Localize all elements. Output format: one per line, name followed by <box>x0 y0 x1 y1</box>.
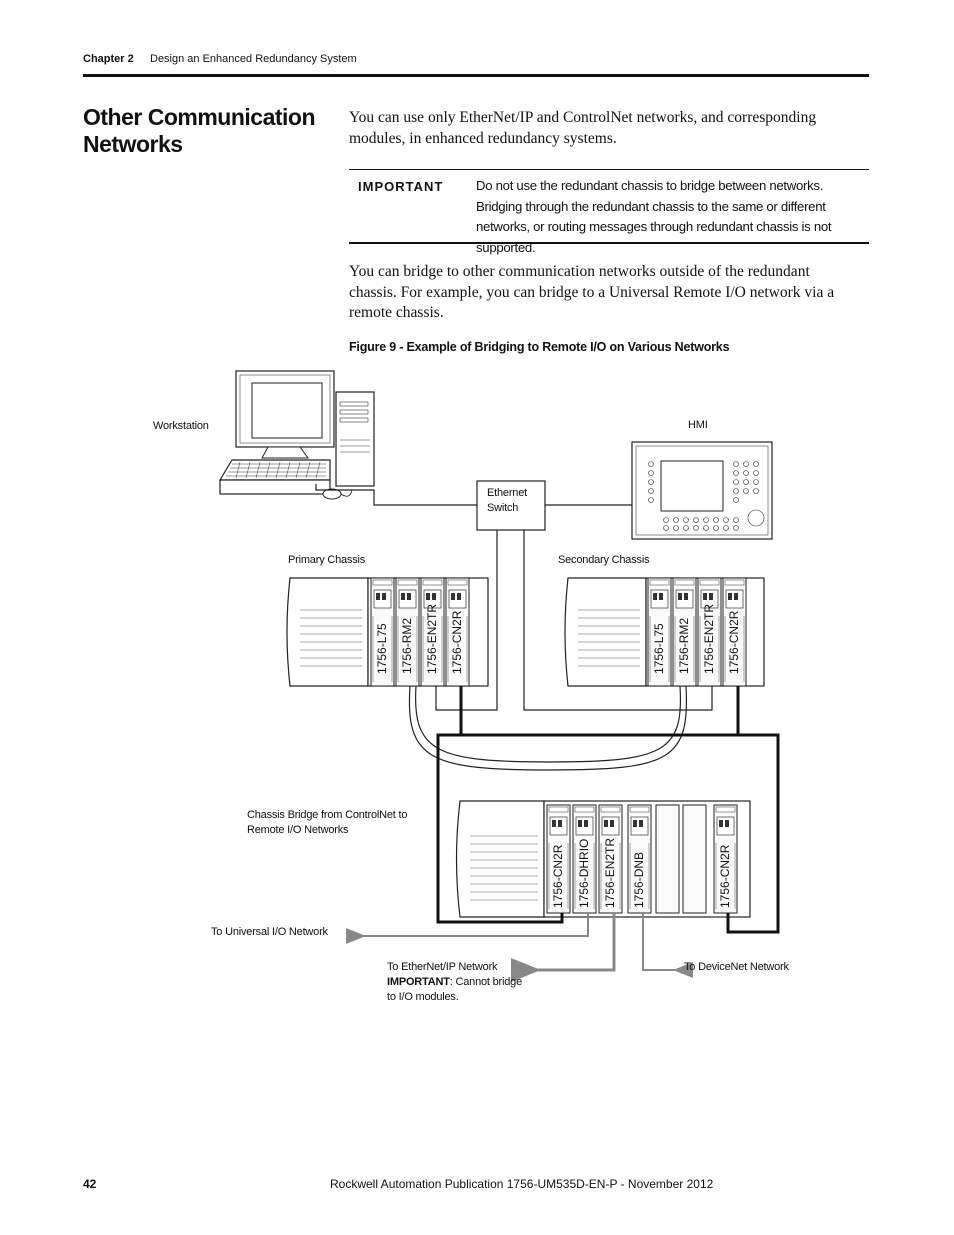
workstation-icon <box>218 370 375 500</box>
module-label: 1756-L75 <box>375 623 389 674</box>
module-label: 1756-RM2 <box>677 618 691 674</box>
header-title: Design an Enhanced Redundancy System <box>150 53 357 65</box>
workstation-label: Workstation <box>153 420 209 432</box>
module-label: 1756-CN2R <box>450 610 464 674</box>
figure-caption: Figure 9 - Example of Bridging to Remote… <box>349 340 730 354</box>
ethernet-network-important: IMPORTANT <box>387 976 450 988</box>
bridge-paragraph: You can bridge to other communication ne… <box>349 263 835 321</box>
header-rule <box>83 74 869 77</box>
bridge-chassis-label: Chassis Bridge from ControlNet to Remote… <box>247 809 408 836</box>
module-label: 1756-L75 <box>652 623 666 674</box>
ethernet-switch-label: Ethernet Switch <box>487 486 527 516</box>
hmi-icon <box>631 441 773 540</box>
important-text: Do not use the redundant chassis to brid… <box>476 178 832 255</box>
module-label: 1756-RM2 <box>400 618 414 674</box>
important-label: IMPORTANT <box>358 179 444 194</box>
ethernet-switch <box>476 480 546 531</box>
module-label: 1756-CN2R <box>718 844 732 908</box>
ethernet-network-label-text: To EtherNet/IP Network <box>387 961 498 973</box>
secondary-chassis <box>564 577 765 687</box>
bridge-chassis <box>455 800 751 918</box>
ethernet-switch-label-line1: Ethernet <box>487 487 527 499</box>
header-chapter: Chapter 2 <box>83 53 134 65</box>
module-label: 1756-EN2TR <box>425 604 439 674</box>
module-label: 1756-DHRIO <box>577 839 591 908</box>
module-label: 1756-DNB <box>632 852 646 908</box>
publication-footer: Rockwell Automation Publication 1756-UM5… <box>330 1177 714 1191</box>
module-label: 1756-CN2R <box>727 610 741 674</box>
ethernet-network-label: To EtherNet/IP Network IMPORTANT: Cannot… <box>387 960 527 1005</box>
ethernet-network-note: : Cannot bridge to I/O modules. <box>387 976 522 1003</box>
section-title: Other Communication Networks <box>83 104 316 157</box>
universal-io-label: To Universal I/O Network <box>211 926 328 938</box>
important-box: IMPORTANT Do not use the redundant chass… <box>349 169 869 255</box>
secondary-chassis-label: Secondary Chassis <box>558 554 650 566</box>
module-label: 1756-CN2R <box>551 844 565 908</box>
module-label: 1756-EN2TR <box>702 604 716 674</box>
devicenet-label: To DeviceNet Network <box>684 961 789 973</box>
module-label: 1756-EN2TR <box>603 838 617 908</box>
hmi-label: HMI <box>688 419 708 431</box>
primary-chassis <box>286 577 489 687</box>
page-number: 42 <box>83 1177 97 1191</box>
intro-paragraph: You can use only EtherNet/IP and Control… <box>349 109 817 147</box>
primary-chassis-label: Primary Chassis <box>288 554 366 566</box>
ethernet-switch-label-line2: Switch <box>487 502 519 514</box>
